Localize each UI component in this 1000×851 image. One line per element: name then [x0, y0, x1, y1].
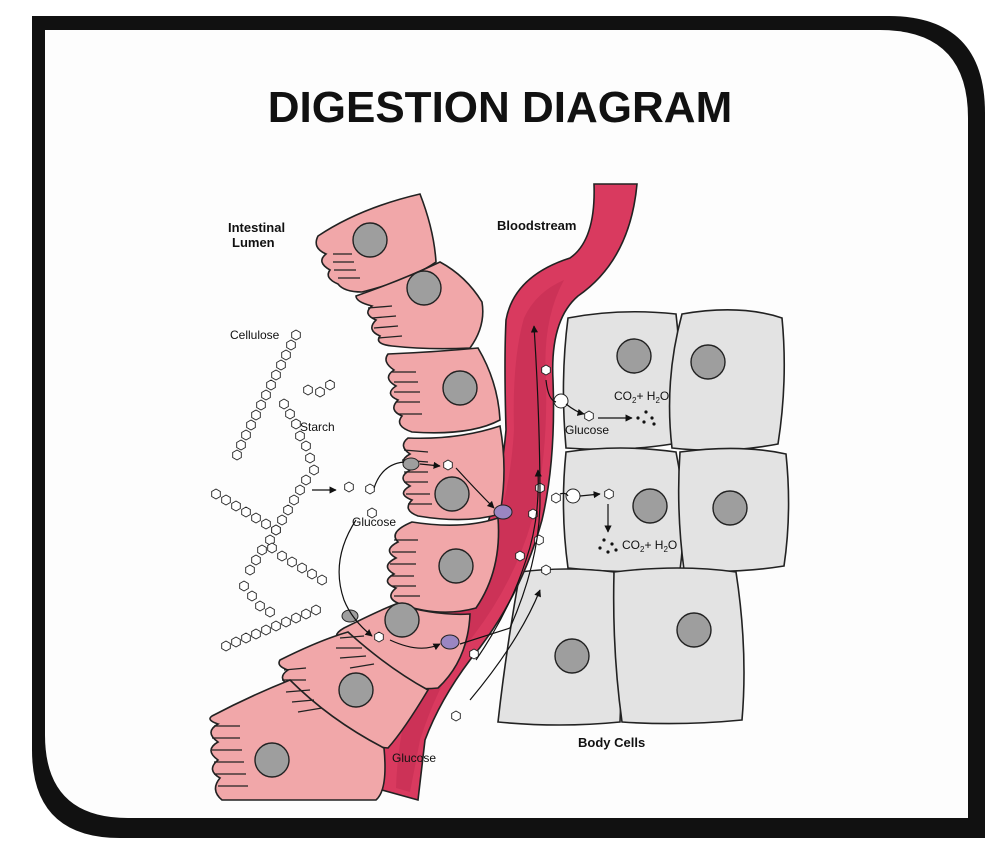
nucleus — [434, 476, 470, 512]
label-intestinal-lumen-2: Lumen — [232, 235, 275, 250]
nucleus — [406, 270, 442, 306]
membrane-transporter — [341, 609, 359, 623]
membrane-transporter — [553, 393, 569, 409]
label-bloodstream: Bloodstream — [497, 218, 576, 233]
label-co2-h2o-bottom: CO2+ H2O — [622, 538, 677, 554]
membrane-transporter — [440, 634, 460, 650]
label-body-cells: Body Cells — [578, 735, 645, 750]
label-co2-h2o-top: CO2+ H2O — [614, 389, 669, 405]
co2-dots-top — [636, 410, 656, 426]
label-glucose-cell: Glucose — [565, 423, 609, 437]
label-glucose-blood: Glucose — [392, 751, 436, 765]
epithelial-cell — [209, 679, 386, 801]
epithelial-cells — [209, 193, 505, 801]
nucleus — [690, 344, 726, 380]
nucleus — [442, 370, 478, 406]
nucleus — [254, 742, 290, 778]
nucleus — [384, 602, 420, 638]
membrane-transporter — [493, 504, 513, 520]
label-starch: Starch — [300, 420, 335, 434]
nucleus — [616, 338, 652, 374]
nucleus — [632, 488, 668, 524]
membrane-transporter — [402, 457, 420, 471]
page-title: DIGESTION DIAGRAM — [268, 83, 732, 132]
flow-arrows — [312, 325, 633, 701]
label-cellulose: Cellulose — [230, 328, 280, 342]
nucleus — [712, 490, 748, 526]
nucleus — [338, 672, 374, 708]
nucleus — [438, 548, 474, 584]
co2-dots-bottom — [598, 538, 618, 554]
body-cell — [612, 567, 745, 725]
body-cell — [668, 309, 786, 452]
label-intestinal-lumen-1: Intestinal — [228, 220, 285, 235]
label-glucose-lumen: Glucose — [352, 515, 396, 529]
membrane-transporter — [565, 488, 581, 504]
nucleus — [554, 638, 590, 674]
nucleus — [352, 222, 388, 258]
nucleus — [676, 612, 712, 648]
transporters — [341, 393, 581, 650]
